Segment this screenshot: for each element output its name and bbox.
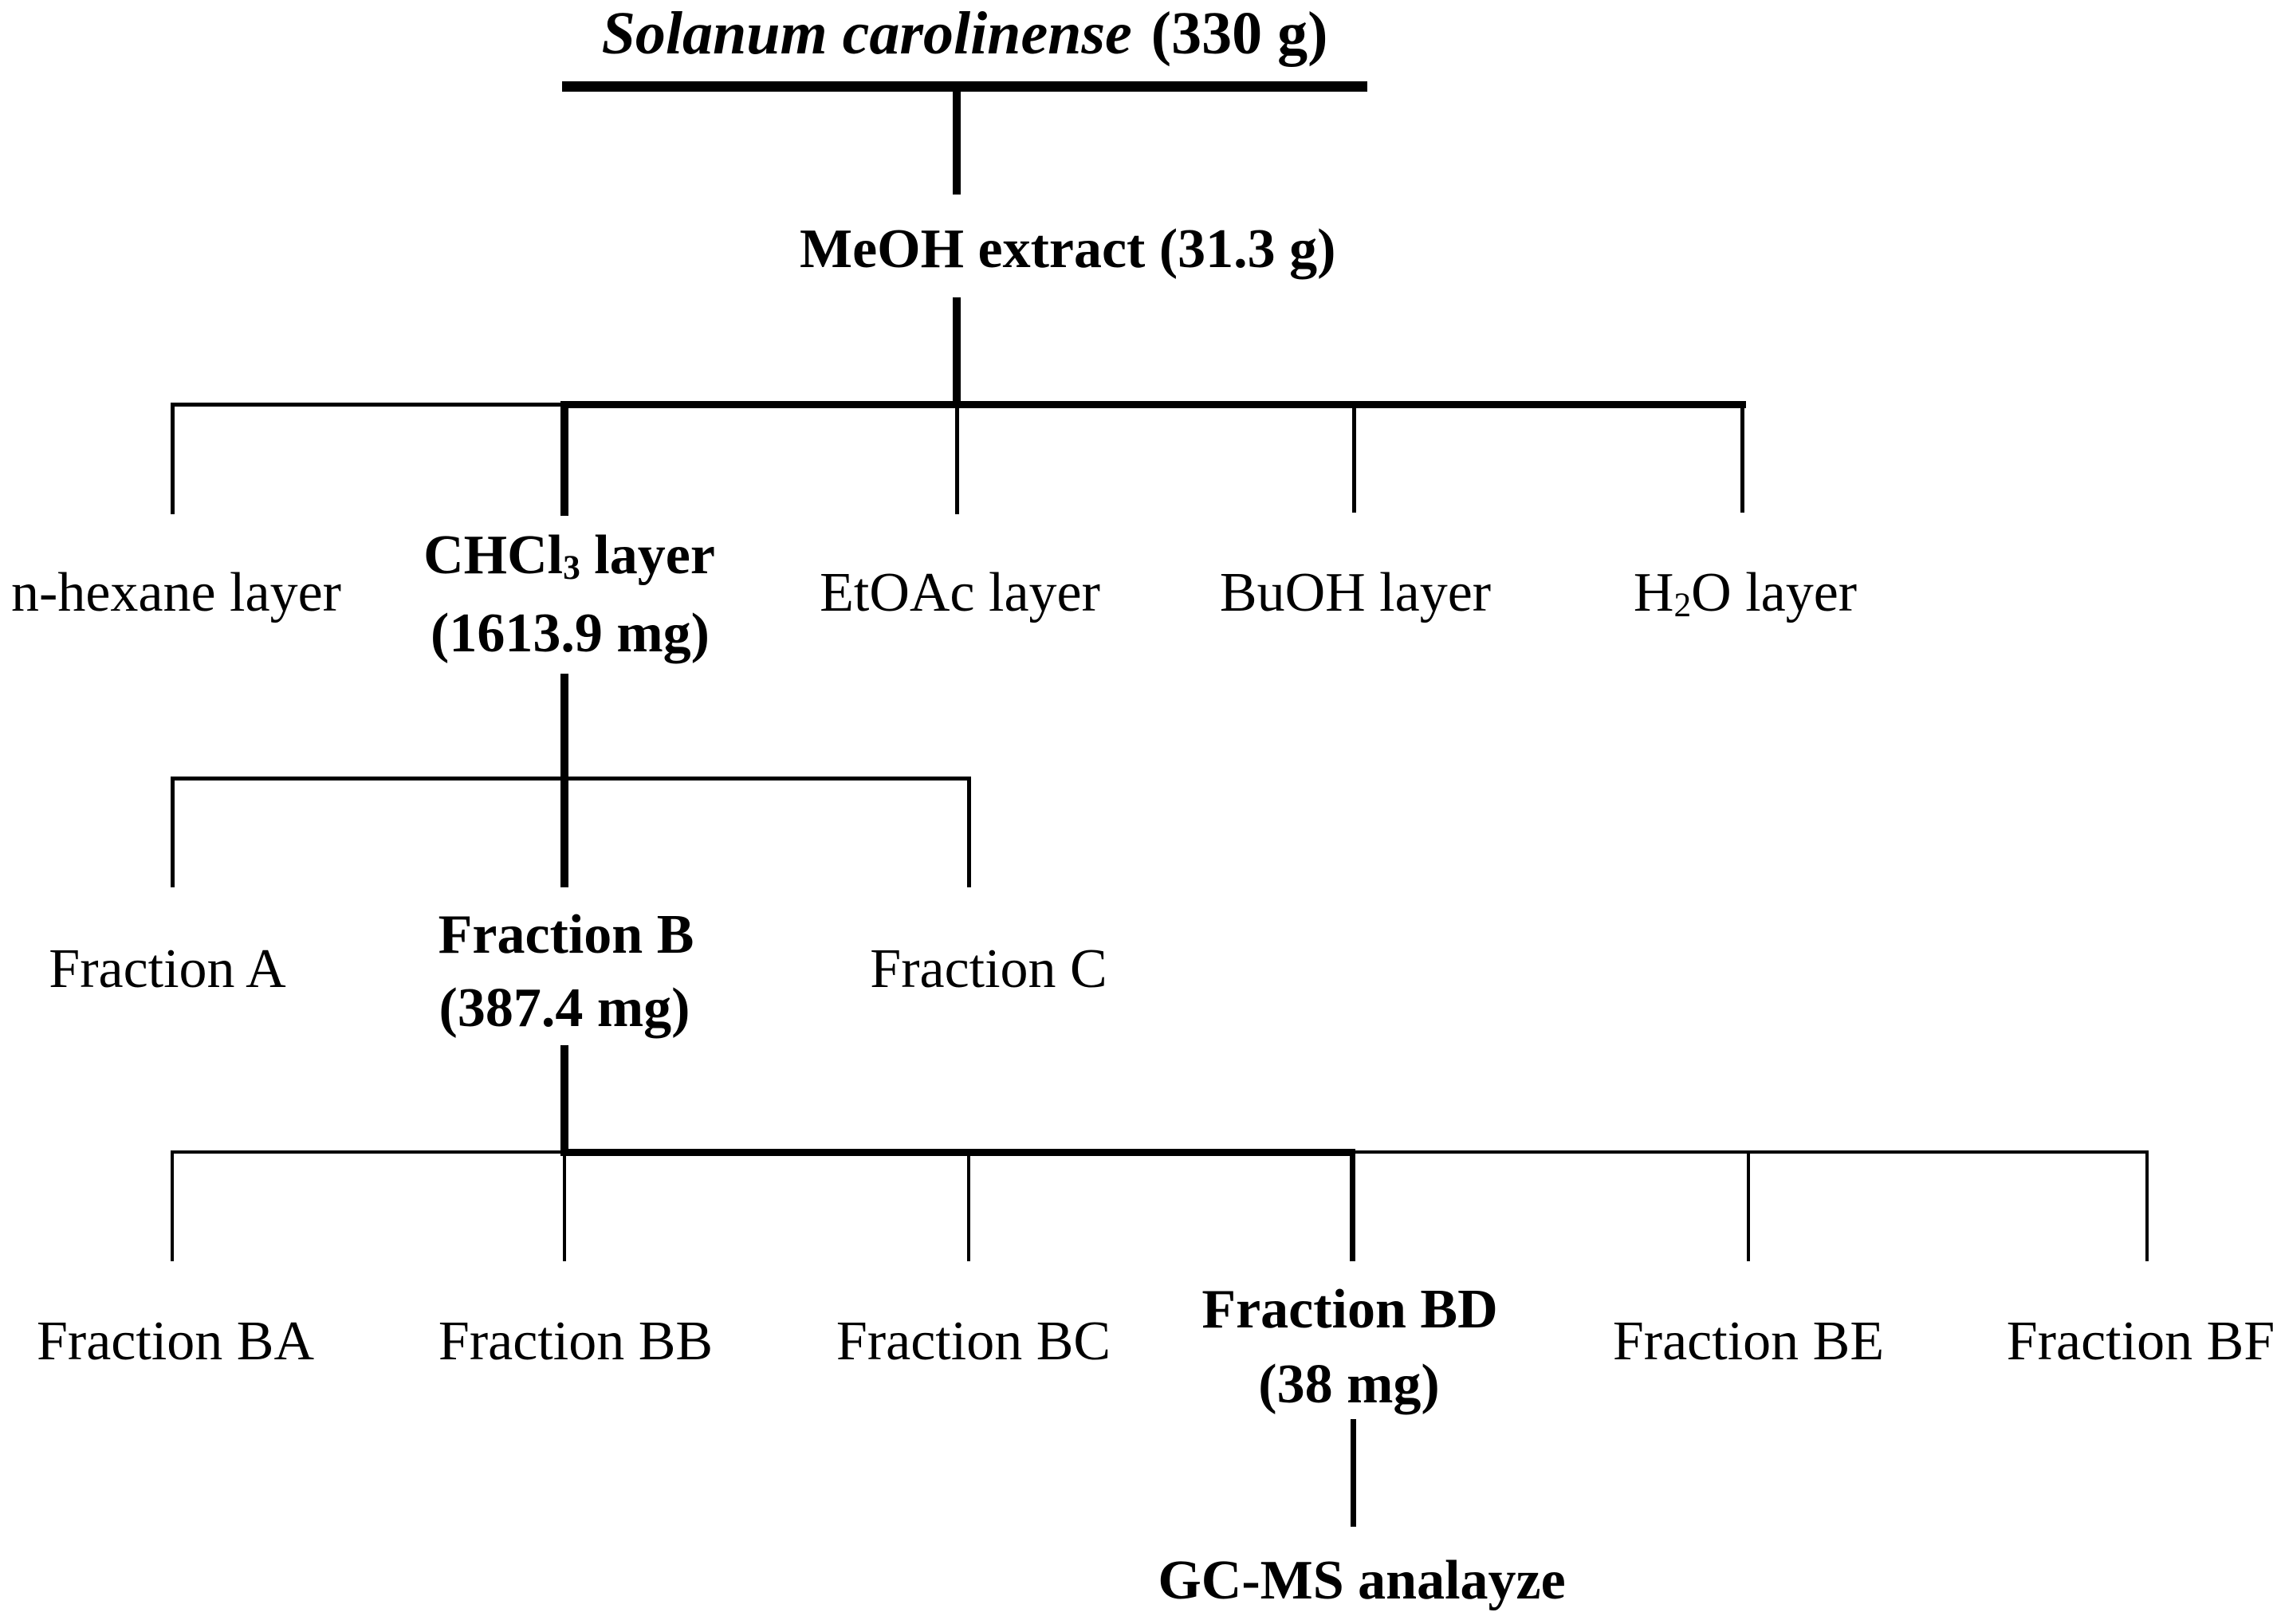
connector-fraction-b-to-subfraction-rail xyxy=(560,1045,568,1152)
connector-title-to-meoh xyxy=(953,89,961,195)
branch-drop-fraction-bd xyxy=(1350,1152,1355,1261)
page-title: Solanum carolinense (330 g) xyxy=(407,3,1523,64)
subfraction-rail-thick xyxy=(560,1149,1355,1156)
branch-drop-fraction-a xyxy=(171,779,175,887)
branch-drop-fraction-bb xyxy=(563,1152,566,1261)
label-fraction-b-amount: (387.4 mg) xyxy=(438,977,690,1039)
subfraction-rail-right-thin xyxy=(1352,1150,2149,1154)
label-hexane-layer: n-hexane layer xyxy=(11,562,341,623)
label-fraction-bd: Fraction BD xyxy=(1201,1279,1498,1340)
branch-drop-fraction-bc xyxy=(967,1152,970,1261)
label-chcl3-layer: CHCl3 layer xyxy=(423,525,715,588)
label-fraction-bd-amount: (38 mg) xyxy=(1258,1354,1440,1415)
label-fraction-bf: Fraction BF xyxy=(2006,1311,2273,1372)
branch-drop-fraction-ba xyxy=(171,1152,174,1261)
connector-meoh-to-partition-rail xyxy=(953,297,961,404)
label-fraction-bb: Fraction BB xyxy=(438,1311,714,1372)
label-meoh-extract: MeOH extract (31.3 g) xyxy=(800,218,1336,280)
title-species: Solanum carolinense xyxy=(601,0,1132,67)
connector-fraction-bd-to-gcms xyxy=(1351,1419,1356,1527)
label-etoac-layer: EtOAc layer xyxy=(820,562,1100,623)
label-chcl3-amount: (1613.9 mg) xyxy=(431,603,710,664)
label-h2o-layer: H2O layer xyxy=(1633,562,1858,625)
branch-drop-chcl3 xyxy=(560,403,568,516)
label-fraction-ba: Fraction BA xyxy=(36,1311,315,1372)
branch-drop-buoh xyxy=(1352,404,1356,513)
connector-title-underline xyxy=(562,81,1367,92)
branch-drop-h2o xyxy=(1740,404,1744,513)
label-fraction-bc: Fraction BC xyxy=(836,1311,1111,1372)
branch-drop-fraction-be xyxy=(1747,1152,1750,1261)
partition-rail-thin-segment xyxy=(171,403,563,407)
branch-drop-fraction-bf xyxy=(2145,1152,2149,1261)
label-fraction-b: Fraction B xyxy=(438,904,694,965)
label-fraction-c: Fraction C xyxy=(870,938,1107,1000)
label-fraction-be: Fraction BE xyxy=(1612,1311,1885,1372)
branch-drop-hexane xyxy=(171,403,175,514)
branch-drop-etoac xyxy=(955,404,959,514)
branch-drop-fraction-c xyxy=(967,779,971,887)
connector-chcl3-to-fraction-rail xyxy=(560,674,568,779)
label-fraction-a: Fraction A xyxy=(49,938,286,1000)
subfraction-rail-left-thin xyxy=(171,1150,563,1154)
label-gcms-analysis: GC-MS analayze xyxy=(1158,1550,1566,1611)
label-buoh-layer: BuOH layer xyxy=(1219,562,1492,623)
fraction-rail xyxy=(171,777,971,781)
partition-rail-thick-segment xyxy=(560,401,1746,408)
branch-drop-fraction-b xyxy=(560,779,568,887)
title-amount: (330 g) xyxy=(1150,0,1328,67)
